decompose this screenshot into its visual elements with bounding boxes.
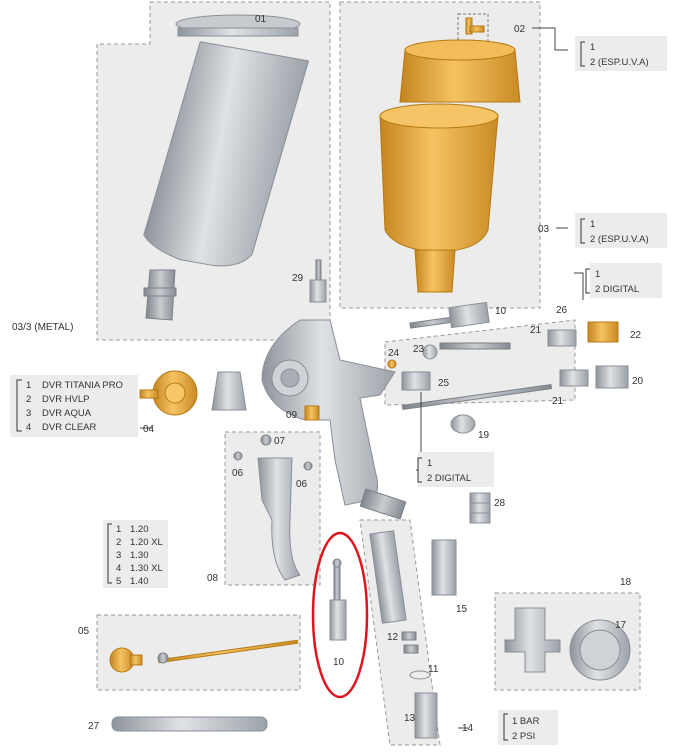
- option-25-line2: 2 DIGITAL: [427, 473, 471, 484]
- option-05-num-4: 4: [116, 563, 121, 574]
- label-28: 28: [494, 498, 506, 509]
- nozzle-set: [109, 639, 299, 673]
- zone-nozzle-set: [96, 614, 301, 691]
- option-box-02: [575, 36, 667, 71]
- option-05-num-1: 1: [116, 524, 121, 535]
- label-04: 04: [143, 424, 155, 435]
- option-braces: [16, 41, 590, 741]
- option-box-03: [575, 213, 667, 248]
- option-text-05: 1 1.20 2 1.20 XL 3 1.30 4 1.30 XL 5 1.40: [116, 524, 163, 587]
- label-02: 02: [514, 24, 526, 35]
- label-27: 27: [88, 721, 100, 732]
- option-04-num-3: 3: [26, 408, 31, 419]
- label-23: 23: [413, 344, 425, 355]
- option-14-line1: 1 BAR: [512, 716, 540, 727]
- option-26-line1: 1: [595, 269, 600, 280]
- zone-adjusters: [384, 319, 576, 406]
- regulator: [504, 607, 631, 681]
- part-19-cap: [450, 414, 476, 434]
- option-26-line2: 2 DIGITAL: [595, 284, 639, 295]
- label-10b: 10: [333, 657, 345, 668]
- option-text-04: 1 DVR TITANIA PRO 2 DVR HVLP 3 DVR AQUA …: [26, 380, 123, 433]
- option-05-num-5: 5: [116, 576, 121, 587]
- option-14-line2: 2 PSI: [512, 731, 535, 742]
- label-03: 03: [538, 224, 550, 235]
- option-05-text-5: 1.40: [130, 576, 149, 587]
- label-06b: 06: [296, 479, 308, 490]
- label-21a: 21: [530, 325, 542, 336]
- label-01: 01: [255, 14, 267, 25]
- gun-body: [261, 319, 407, 520]
- option-04-text-1: DVR TITANIA PRO: [42, 380, 123, 391]
- adjuster-parts: [387, 301, 629, 410]
- label-08: 08: [207, 573, 219, 584]
- option-02-line2: 2 (ESP.U.V.A): [590, 57, 649, 68]
- part-29-pin: [309, 259, 327, 303]
- option-text-02: 1 2 (ESP.U.V.A): [590, 42, 649, 68]
- label-22: 22: [630, 330, 642, 341]
- label-15: 15: [456, 604, 468, 615]
- trigger-assembly: [233, 434, 313, 581]
- option-box-05: [103, 520, 168, 588]
- label-24: 24: [388, 348, 400, 359]
- label-14: 14: [462, 723, 474, 734]
- option-text-25: 1 2 DIGITAL: [427, 458, 471, 484]
- metal-cup: [143, 14, 310, 321]
- option-04-num-4: 4: [26, 422, 31, 433]
- option-box-14: [498, 710, 558, 745]
- part-27-rod: [111, 716, 268, 732]
- label-10a: 10: [495, 306, 507, 317]
- option-box-04: [10, 375, 138, 437]
- label-12: 12: [387, 632, 399, 643]
- option-04-num-1: 1: [26, 380, 31, 391]
- part-09-nut: [304, 405, 320, 421]
- option-02-line1: 1: [590, 42, 595, 53]
- label-11: 11: [428, 664, 439, 675]
- air-cap: [139, 370, 247, 416]
- option-04-num-2: 2: [26, 394, 31, 405]
- part-28-spring: [469, 492, 491, 524]
- label-09: 09: [286, 410, 298, 421]
- option-05-num-3: 3: [116, 550, 121, 561]
- part-labels: 01 02 03 03/3 (METAL) 04 05 06 06 07 08 …: [12, 14, 644, 734]
- label-18: 18: [620, 577, 632, 588]
- option-03-line2: 2 (ESP.U.V.A): [590, 234, 649, 245]
- part-10-needle: [329, 558, 347, 641]
- label-05: 05: [78, 626, 90, 637]
- label-19: 19: [478, 430, 490, 441]
- option-05-text-3: 1.30: [130, 550, 149, 561]
- option-04-text-3: DVR AQUA: [42, 408, 92, 419]
- option-text-26: 1 2 DIGITAL: [595, 269, 639, 295]
- label-06a: 06: [232, 468, 244, 479]
- option-box-25: [418, 452, 494, 487]
- option-04-text-4: DVR CLEAR: [42, 422, 97, 433]
- option-25-line1: 1: [427, 458, 432, 469]
- option-03-line1: 1: [590, 219, 595, 230]
- label-07: 07: [274, 436, 286, 447]
- label-25: 25: [438, 378, 450, 389]
- option-05-text-1: 1.20: [130, 524, 149, 535]
- option-05-text-4: 1.30 XL: [130, 563, 163, 574]
- label-13: 13: [404, 713, 416, 724]
- label-21b: 21: [552, 396, 564, 407]
- highlight-circle: [311, 531, 369, 699]
- option-box-26: [590, 263, 662, 298]
- label-26: 26: [556, 305, 568, 316]
- option-text-14: 1 BAR 2 PSI: [512, 716, 540, 742]
- option-text-03: 1 2 (ESP.U.V.A): [590, 219, 649, 245]
- air-valve-stack: [369, 530, 438, 739]
- label-20: 20: [632, 376, 644, 387]
- part-15-inlet: [431, 539, 457, 596]
- option-04-text-2: DVR HVLP: [42, 394, 90, 405]
- plastic-cup: [379, 13, 521, 293]
- label-29: 29: [292, 273, 304, 284]
- label-03-metal: 03/3 (METAL): [12, 322, 74, 333]
- label-17: 17: [615, 620, 627, 631]
- option-05-text-2: 1.20 XL: [130, 537, 163, 548]
- option-05-num-2: 2: [116, 537, 121, 548]
